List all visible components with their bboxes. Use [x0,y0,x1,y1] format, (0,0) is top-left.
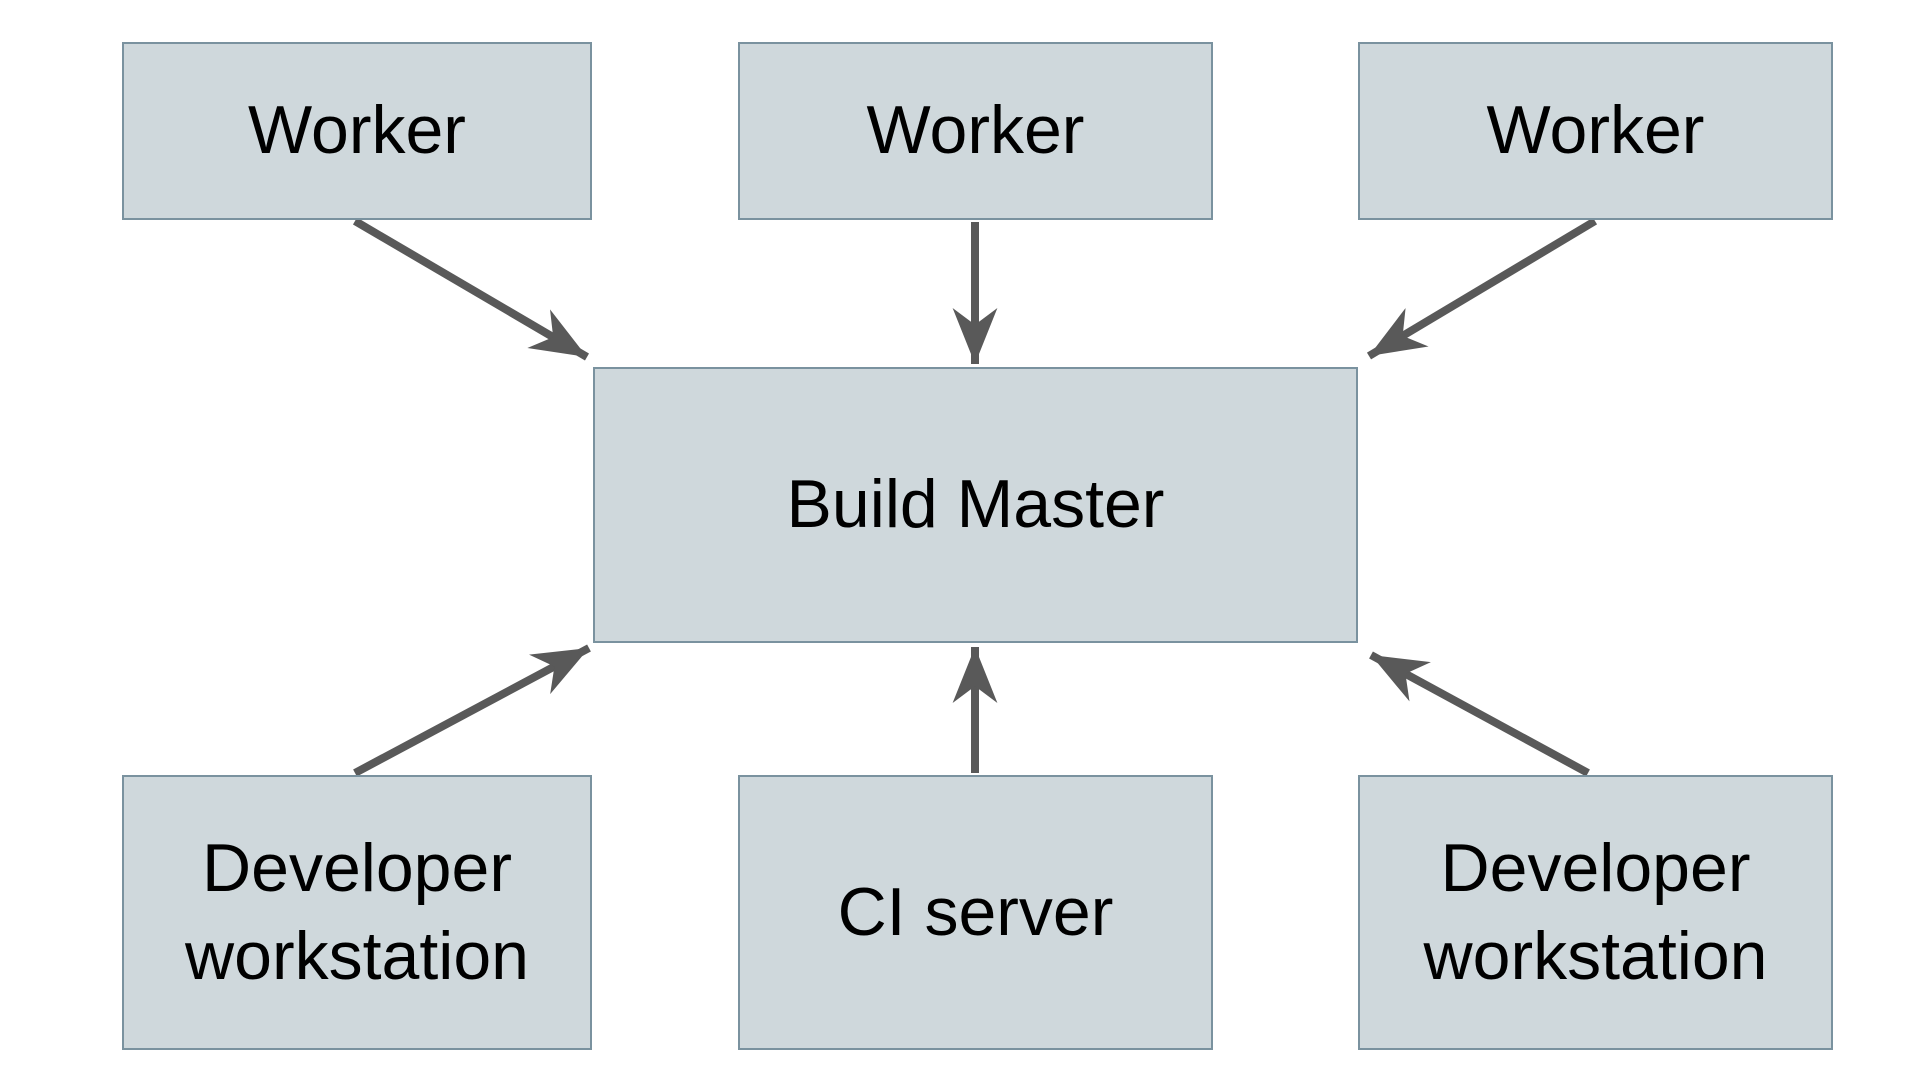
node-worker-3-label: Worker [1486,92,1705,169]
node-worker-3: Worker [1358,42,1833,220]
node-worker-2: Worker [738,42,1213,220]
node-ci-server-label: CI server [837,873,1114,950]
node-worker-1-label: Worker [248,92,466,169]
node-ci-server: CI server [738,775,1213,1050]
arrow-developer-workstation-1-to-build-master [353,644,591,777]
node-build-master-label: Build Master [786,466,1165,543]
node-worker-2-label: Worker [866,92,1085,169]
node-developer-workstation-2: Developer workstation [1358,775,1833,1050]
node-worker-1: Worker [122,42,592,220]
arrow-developer-workstation-2-to-build-master [1369,651,1590,777]
node-developer-workstation-1-label: Developer workstation [185,830,529,994]
node-build-master: Build Master [593,367,1358,643]
arrow-worker-3-to-build-master [1366,217,1598,360]
node-developer-workstation-1: Developer workstation [122,775,592,1050]
node-developer-workstation-2-label: Developer workstation [1423,830,1768,994]
arrow-worker-1-to-build-master [352,217,590,361]
